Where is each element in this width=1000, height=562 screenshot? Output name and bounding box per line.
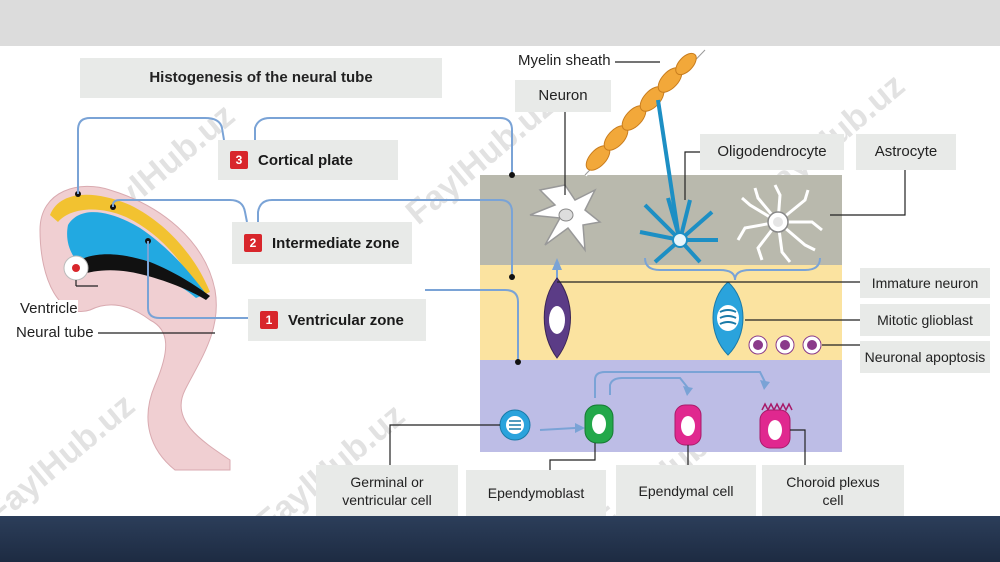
germinal-cell [499, 409, 531, 441]
immature-neuron-cell [543, 277, 571, 359]
bottom-band [0, 516, 1000, 562]
choroid-plexus-cell-shape [759, 402, 793, 449]
choroid-plexus-label: Choroid plexus cell [762, 465, 904, 516]
ependymal-cell-label: Ependymal cell [616, 465, 756, 516]
top-band [0, 0, 1000, 46]
ventricle-label: Ventricle [20, 300, 78, 317]
ependymal-cell-shape [674, 404, 702, 446]
choroid-label-line2: cell [822, 491, 844, 508]
zone-label-intermediate-zone: 2 Intermediate zone [232, 222, 412, 264]
myelin-sheath-label: Myelin sheath [518, 52, 611, 69]
astrocyte-cell [736, 184, 823, 263]
connector-lines [77, 117, 766, 431]
zone-number-badge: 1 [260, 311, 278, 329]
neuronal-apoptosis-label: Neuronal apoptosis [860, 341, 990, 373]
neural-tube-label: Neural tube [16, 324, 94, 341]
zone-label-ventricular-zone: 1 Ventricular zone [248, 299, 426, 341]
ependymoblast-cell [584, 404, 614, 444]
apoptotic-cells [748, 335, 822, 355]
myelin-sheath-axon [583, 48, 707, 246]
germinal-label-line1: Germinal or [350, 474, 424, 490]
ependymoblast-label: Ependymoblast [466, 470, 606, 516]
zone-label-text: Ventricular zone [288, 311, 404, 329]
zone-number-badge: 3 [230, 151, 248, 169]
mitotic-glioblast-cell [712, 281, 744, 356]
leader-lines [75, 61, 906, 470]
immature-neuron-label: Immature neuron [860, 268, 990, 298]
zone-number-badge: 2 [244, 234, 262, 252]
choroid-label-line1: Choroid plexus [786, 473, 880, 490]
diagram-title: Histogenesis of the neural tube [80, 58, 442, 98]
neuron-cell [529, 184, 602, 253]
astrocyte-label: Astrocyte [856, 134, 956, 170]
oligodendrocyte-label: Oligodendrocyte [700, 134, 844, 170]
germinal-label-line2: ventricular cell [342, 492, 432, 508]
zone-label-cortical-plate: 3 Cortical plate [218, 140, 398, 180]
mitotic-glioblast-label: Mitotic glioblast [860, 304, 990, 336]
germinal-cell-label: Germinal or ventricular cell [316, 465, 458, 517]
neuron-label: Neuron [515, 80, 611, 112]
zone-label-text: Intermediate zone [272, 234, 400, 252]
zone-label-text: Cortical plate [258, 151, 354, 169]
neural-tube-drawing [39, 185, 231, 471]
